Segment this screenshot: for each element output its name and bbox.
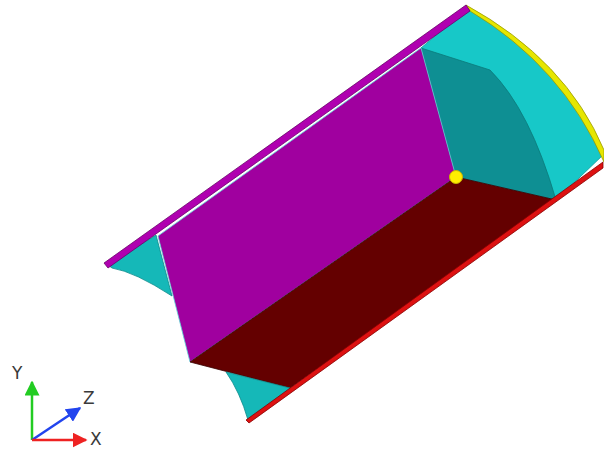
axis-label: X [90, 431, 102, 448]
bottom-face [190, 177, 556, 388]
x-axis [32, 439, 86, 442]
axis-label: Y [12, 365, 22, 382]
y-axis [31, 382, 34, 440]
top-rim [104, 5, 470, 268]
end-cap-rim [466, 5, 604, 162]
z-axis [32, 408, 80, 440]
vertex-marker [450, 171, 463, 184]
axis-label: Z [83, 390, 95, 407]
bottom-rim [246, 162, 603, 423]
